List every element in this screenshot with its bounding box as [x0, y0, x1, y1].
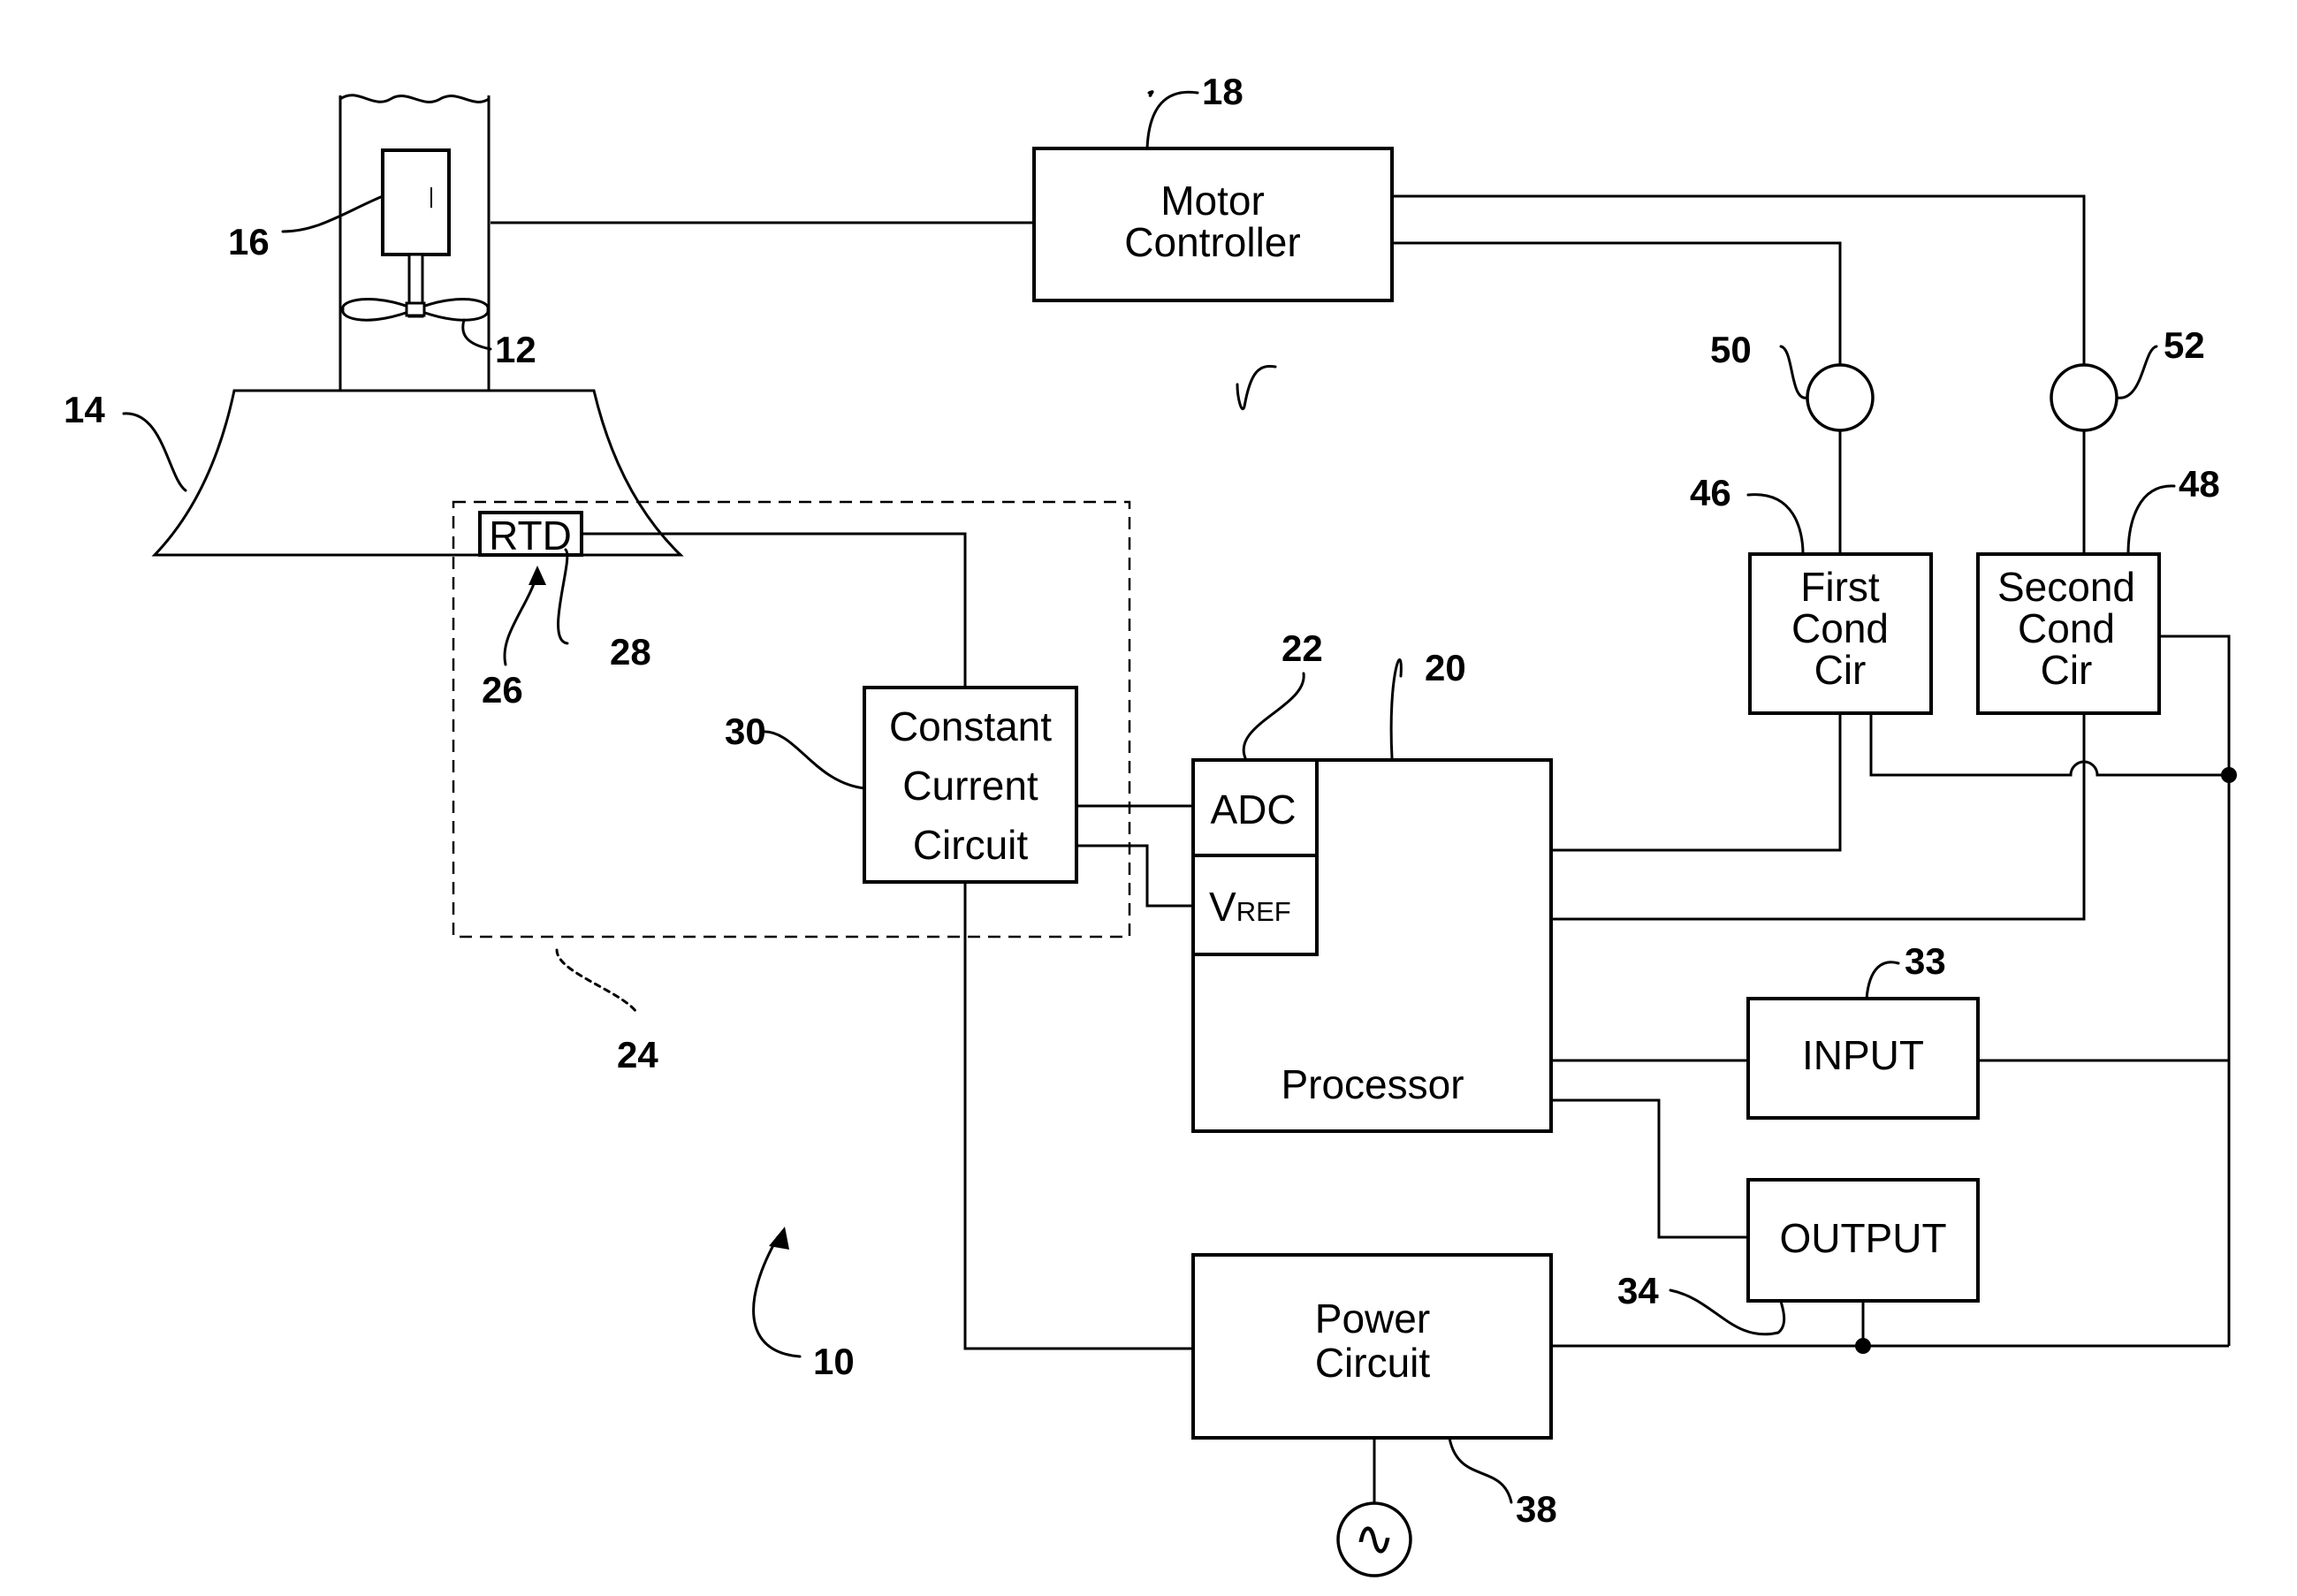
current-sensor-52: [2051, 365, 2117, 430]
motor-controller-line2: Controller: [1124, 219, 1300, 265]
fan-motor: [383, 150, 449, 316]
motor-controller-block: Motor Controller: [1034, 148, 1392, 300]
ref-24: 24: [617, 1034, 658, 1075]
ref-48: 48: [2179, 463, 2220, 505]
current-sensor-50: [1807, 365, 1873, 430]
first-cond-cir-block: First Cond Cir: [1750, 554, 1931, 713]
second-cond-line2: Cond: [2018, 605, 2115, 651]
constant-current-block: Constant Current Circuit: [864, 688, 1076, 882]
second-cond-line3: Cir: [2041, 647, 2093, 693]
ref-18: 18: [1202, 71, 1244, 112]
ref-20: 20: [1425, 647, 1466, 688]
processor-block: ADC VREF Processor: [1193, 760, 1551, 1131]
ref-33: 33: [1905, 940, 1946, 982]
arrowhead: [529, 566, 546, 585]
ref-34: 34: [1617, 1270, 1659, 1311]
constant-current-line2: Current: [902, 763, 1038, 809]
constant-current-line3: Circuit: [913, 822, 1029, 868]
first-cond-line2: Cond: [1791, 605, 1889, 651]
ref-30: 30: [725, 711, 766, 752]
first-cond-line3: Cir: [1814, 647, 1867, 693]
processor-label: Processor: [1281, 1061, 1464, 1107]
ac-source: ∿: [1338, 1503, 1411, 1576]
constant-current-line1: Constant: [889, 703, 1052, 749]
second-cond-cir-block: Second Cond Cir: [1978, 554, 2159, 713]
second-cond-line1: Second: [1997, 564, 2135, 610]
ref-22: 22: [1282, 627, 1323, 669]
output-block: OUTPUT: [1748, 1180, 1978, 1301]
exhaust-hood: [155, 391, 681, 555]
arrowhead: [769, 1227, 789, 1250]
ref-50: 50: [1710, 329, 1752, 370]
first-cond-line1: First: [1800, 564, 1880, 610]
adc-label: ADC: [1210, 787, 1296, 832]
input-block: INPUT: [1748, 999, 1978, 1118]
rtd-label: RTD: [489, 513, 572, 559]
power-circuit-line2: Circuit: [1315, 1340, 1431, 1386]
input-label: INPUT: [1802, 1032, 1924, 1078]
power-circuit-line1: Power: [1315, 1296, 1430, 1341]
ref-16: 16: [228, 221, 270, 262]
ref-14: 14: [64, 389, 105, 430]
motor-controller-line1: Motor: [1160, 178, 1265, 224]
junction-dot: [1855, 1338, 1871, 1354]
junction-dot: [2221, 767, 2237, 783]
power-circuit-block: Power Circuit: [1193, 1255, 1551, 1438]
ref-12: 12: [495, 329, 536, 370]
output-label: OUTPUT: [1779, 1215, 1946, 1261]
ref-26: 26: [482, 669, 523, 711]
ref-46: 46: [1690, 472, 1731, 513]
ref-10: 10: [813, 1341, 855, 1382]
ref-28: 28: [610, 631, 651, 673]
ac-source-symbol: ∿: [1354, 1510, 1396, 1566]
ref-38: 38: [1516, 1488, 1557, 1530]
ref-52: 52: [2164, 324, 2205, 366]
